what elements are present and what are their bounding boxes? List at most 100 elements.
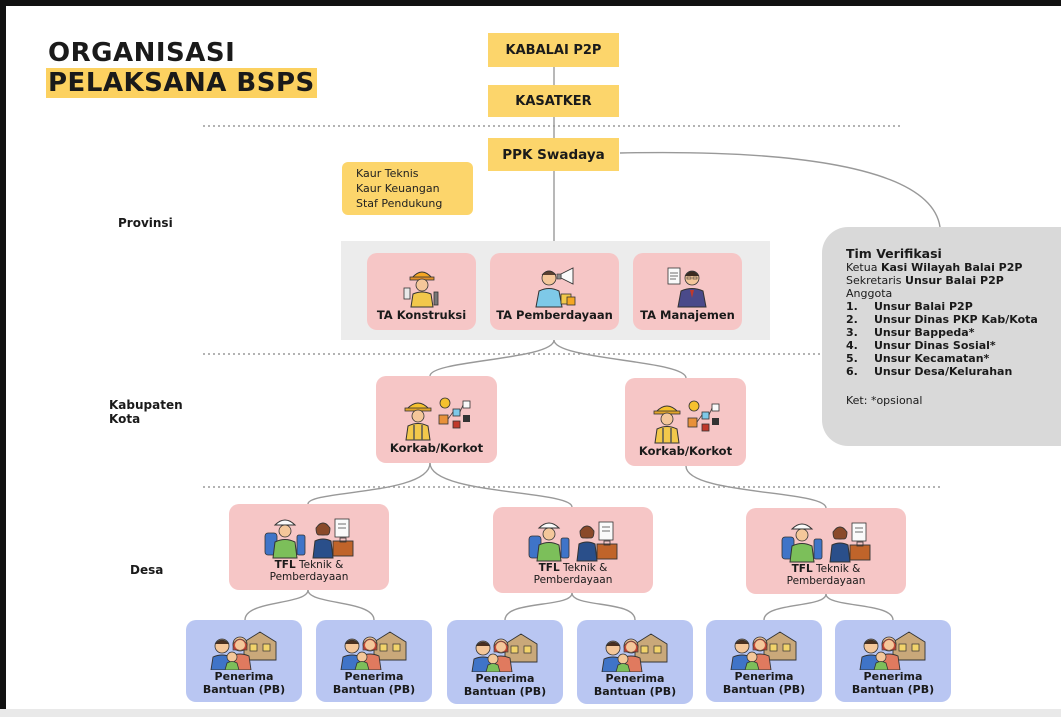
korkab-card: Korkab/Korkot xyxy=(625,378,746,466)
pb-card: Penerima Bantuan (PB) xyxy=(577,620,693,704)
korkab-label: Korkab/Korkot xyxy=(638,444,733,458)
tim-anggota: Anggota xyxy=(846,287,893,300)
pb-label-line2: Bantuan (PB) xyxy=(202,683,286,696)
tim-member: 1.Unsur Balai P2P xyxy=(846,300,1061,313)
tim-member: 4.Unsur Dinas Sosial* xyxy=(846,339,1061,352)
field-team-icon xyxy=(528,521,618,562)
ta-pemberdayaan-card: TA Pemberdayaan xyxy=(490,253,619,330)
tim-member-text: Unsur Dinas Sosial* xyxy=(874,339,996,352)
pb-label-line1: Penerima xyxy=(863,670,923,683)
title-line-2: PELAKSANA BSPS xyxy=(46,68,317,98)
coordinator-worker-icon xyxy=(653,400,719,444)
korkab-card: Korkab/Korkot xyxy=(376,376,497,463)
tfl-label: TFL Teknik & Pemberdayaan xyxy=(787,563,866,587)
pb-card: Penerima Bantuan (PB) xyxy=(706,620,822,702)
tim-member-list: 1.Unsur Balai P2P 2. Unsur Dinas PKP Kab/… xyxy=(846,300,1061,378)
level-kabupaten-line2: Kota xyxy=(109,412,141,426)
family-house-icon xyxy=(471,633,538,672)
staff-item: Kaur Teknis xyxy=(356,167,419,180)
tim-member-text: Unsur Balai P2P xyxy=(874,300,973,313)
tfl-label-bold: TFL xyxy=(538,562,560,574)
staff-item: Staf Pendukung xyxy=(356,197,443,210)
megaphone-speaker-icon xyxy=(534,267,575,308)
pb-label-line1: Penerima xyxy=(475,672,535,685)
field-team-icon xyxy=(264,518,354,559)
tim-member-number: 2. xyxy=(846,313,858,326)
diagram-title: ORGANISASI PELAKSANA BSPS xyxy=(46,38,317,98)
staff-box: Kaur Teknis Kaur Keuangan Staf Pendukung xyxy=(342,162,473,215)
pb-label-line2: Bantuan (PB) xyxy=(463,685,547,698)
tim-member-number: 5. xyxy=(846,352,858,365)
level-desa: Desa xyxy=(130,563,164,577)
tfl-card: TFL Teknik & Pemberdayaan xyxy=(746,508,906,594)
tfl-label-bold: TFL xyxy=(791,563,813,575)
title-line-1: ORGANISASI xyxy=(48,38,236,68)
pb-label-line1: Penerima xyxy=(344,670,404,683)
ppk-box: PPK Swadaya xyxy=(488,138,619,171)
tfl-label-rest: Teknik & xyxy=(812,563,861,575)
tfl-label: TFL Teknik & Pemberdayaan xyxy=(270,559,349,583)
kabalai-box: KABALAI P2P xyxy=(488,33,619,67)
pb-card: Penerima Bantuan (PB) xyxy=(186,620,302,702)
tfl-label-rest: Teknik & xyxy=(295,559,344,571)
ta-manajemen-label: TA Manajemen xyxy=(640,308,735,322)
korkab-label: Korkab/Korkot xyxy=(389,441,484,455)
tim-member: 6.Unsur Desa/Kelurahan xyxy=(846,365,1061,378)
tfl-label: TFL Teknik & Pemberdayaan xyxy=(534,562,613,586)
tfl-label-rest: Teknik & xyxy=(559,562,608,574)
tim-note: Ket: *opsional xyxy=(846,394,923,407)
pb-label-line2: Bantuan (PB) xyxy=(332,683,416,696)
tfl-label-bold: TFL xyxy=(274,559,296,571)
tim-member-text: Unsur Bappeda* xyxy=(874,326,975,339)
field-team-icon xyxy=(781,522,871,563)
pb-label-line1: Penerima xyxy=(734,670,794,683)
ta-pemberdayaan-label: TA Pemberdayaan xyxy=(496,308,613,322)
family-house-icon xyxy=(859,631,926,670)
tfl-card: TFL Teknik & Pemberdayaan xyxy=(229,504,389,590)
pb-label: Penerima Bantuan (PB) xyxy=(723,670,805,696)
tim-member: 2. Unsur Dinas PKP Kab/Kota xyxy=(846,313,1061,326)
pb-label: Penerima Bantuan (PB) xyxy=(333,670,415,696)
tim-member-text: Unsur Kecamatan* xyxy=(874,352,990,365)
tim-member-number: 3. xyxy=(846,326,858,339)
level-provinsi: Provinsi xyxy=(118,216,173,230)
tim-ketua-value: Kasi Wilayah Balai P2P xyxy=(880,261,1023,274)
pb-card: Penerima Bantuan (PB) xyxy=(447,620,563,704)
pb-label: Penerima Bantuan (PB) xyxy=(203,670,285,696)
pb-label-line1: Penerima xyxy=(605,672,665,685)
family-house-icon xyxy=(340,631,407,670)
tim-verifikasi-box: Tim Verifikasi Ketua Kasi Wilayah Balai … xyxy=(822,227,1061,446)
pb-label-line2: Bantuan (PB) xyxy=(851,683,935,696)
tim-title: Tim Verifikasi xyxy=(846,246,942,261)
pb-label-line2: Bantuan (PB) xyxy=(722,683,806,696)
manager-document-icon xyxy=(667,267,707,308)
tfl-label-line2: Pemberdayaan xyxy=(533,574,613,586)
pb-card: Penerima Bantuan (PB) xyxy=(835,620,951,702)
pb-label-line2: Bantuan (PB) xyxy=(593,685,677,698)
tim-ketua: Ketua Kasi Wilayah Balai P2P xyxy=(846,261,1061,274)
family-house-icon xyxy=(210,631,277,670)
tfl-card: TFL Teknik & Pemberdayaan xyxy=(493,507,653,593)
staff-item: Kaur Keuangan xyxy=(356,182,440,195)
tim-member: 5. Unsur Kecamatan* xyxy=(846,352,1061,365)
frame-border xyxy=(0,0,6,717)
ta-manajemen-card: TA Manajemen xyxy=(633,253,742,330)
frame-border xyxy=(0,709,1061,717)
kasatker-box: KASATKER xyxy=(488,85,619,117)
frame-border xyxy=(0,0,1061,6)
tim-ketua-prefix: Ketua xyxy=(846,261,881,274)
pb-label: Penerima Bantuan (PB) xyxy=(594,672,676,698)
tim-member-text: Unsur Dinas PKP Kab/Kota xyxy=(874,313,1038,326)
tim-sekretaris: Sekretaris Unsur Balai P2P xyxy=(846,274,1061,287)
family-house-icon xyxy=(730,631,797,670)
level-kabupaten: Kabupaten Kota xyxy=(109,398,183,426)
pb-label: Penerima Bantuan (PB) xyxy=(852,670,934,696)
tim-sekretaris-prefix: Sekretaris xyxy=(846,274,906,287)
family-house-icon xyxy=(601,633,668,672)
tim-member-text: Unsur Desa/Kelurahan xyxy=(874,365,1013,378)
tfl-label-line2: Pemberdayaan xyxy=(786,575,866,587)
tim-member: 3. Unsur Bappeda* xyxy=(846,326,1061,339)
ta-konstruksi-card: TA Konstruksi xyxy=(367,253,476,330)
